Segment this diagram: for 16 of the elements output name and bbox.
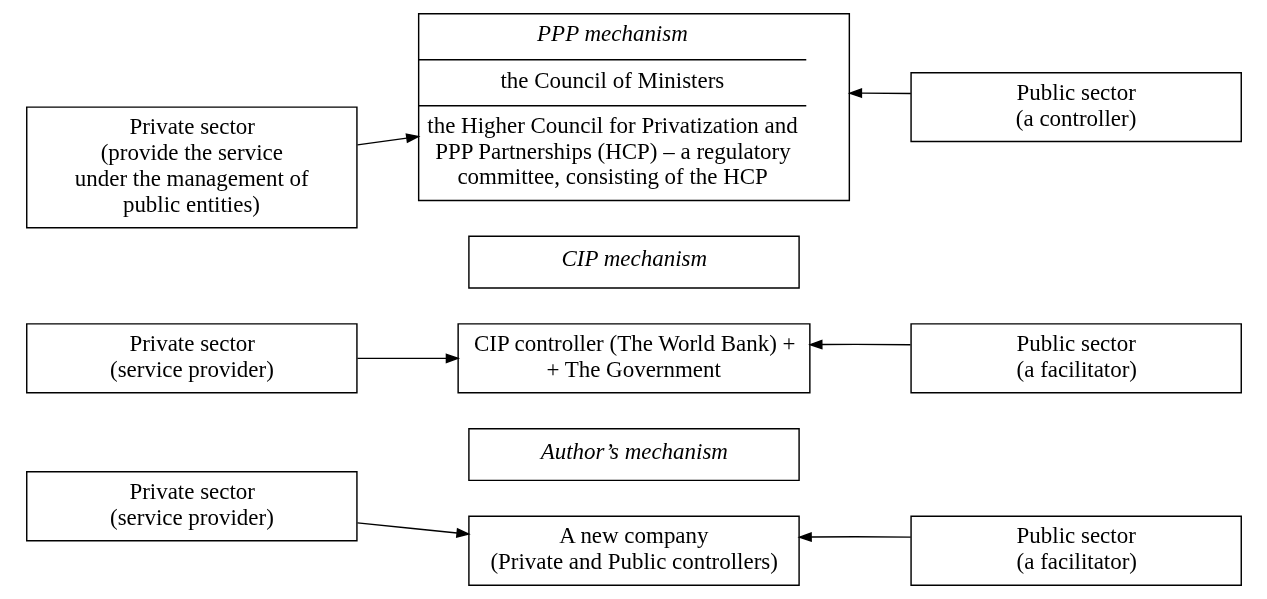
- node-box: Private sector (service provider): [25, 471, 358, 542]
- node-box: A new company (Private and Public controllers): [467, 515, 800, 586]
- arrow: [356, 353, 460, 364]
- node-box: CIP controller (The World Bank) + + The Government: [456, 323, 811, 394]
- node-box: CIP mechanism: [467, 235, 800, 289]
- node-box: Author’s mechanism: [467, 427, 800, 482]
- arrow: [356, 522, 471, 538]
- arrow: [356, 133, 420, 146]
- arrow: [807, 339, 911, 350]
- node-box: Public sector (a facilitator): [909, 323, 1242, 394]
- arrow: [796, 531, 911, 542]
- node-box: Public sector (a controller): [909, 71, 1242, 143]
- node-box: Public sector (a facilitator): [909, 515, 1242, 586]
- node-box: Private sector (service provider): [25, 323, 358, 394]
- arrow: [847, 88, 912, 99]
- node-box: Private sector (provide the service under the management of public entities): [25, 106, 358, 229]
